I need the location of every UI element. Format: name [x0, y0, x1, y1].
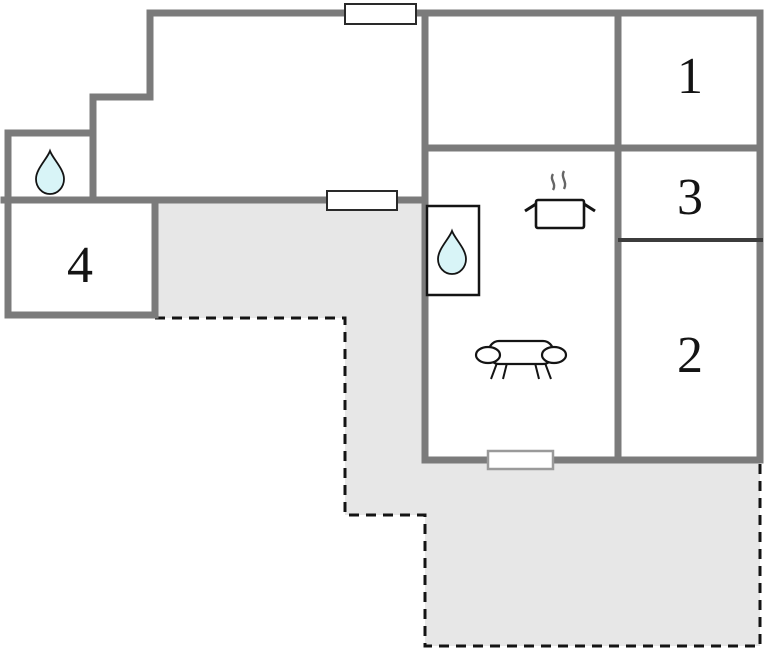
pot-handle-left: [524, 202, 537, 213]
pot-handle-right: [583, 202, 596, 213]
water-drop-shape: [35, 148, 65, 195]
pot-body: [534, 198, 586, 230]
room-label-3: 3: [677, 169, 703, 226]
stove-icon: [524, 170, 596, 230]
room-label-2: 2: [677, 327, 703, 384]
window-left: [326, 190, 398, 211]
terrace-dashed-boundary: [155, 316, 762, 648]
sofa-icon: [474, 339, 568, 380]
water-drop-icon: [35, 148, 65, 195]
window-top: [344, 3, 417, 25]
steam-line: [550, 173, 556, 191]
sofa-armrest-left: [474, 345, 502, 365]
sofa-legs: [490, 362, 552, 380]
water-drop-icon: [437, 228, 467, 275]
room-label-4: 4: [67, 237, 93, 294]
window-bottom: [486, 449, 555, 471]
sofa-armrest-right: [540, 345, 568, 365]
room-label-1: 1: [677, 48, 703, 105]
terrace-area: [158, 203, 760, 646]
walls: [0, 9, 764, 464]
steam-line: [561, 170, 567, 190]
water-drop-shape: [437, 228, 467, 275]
